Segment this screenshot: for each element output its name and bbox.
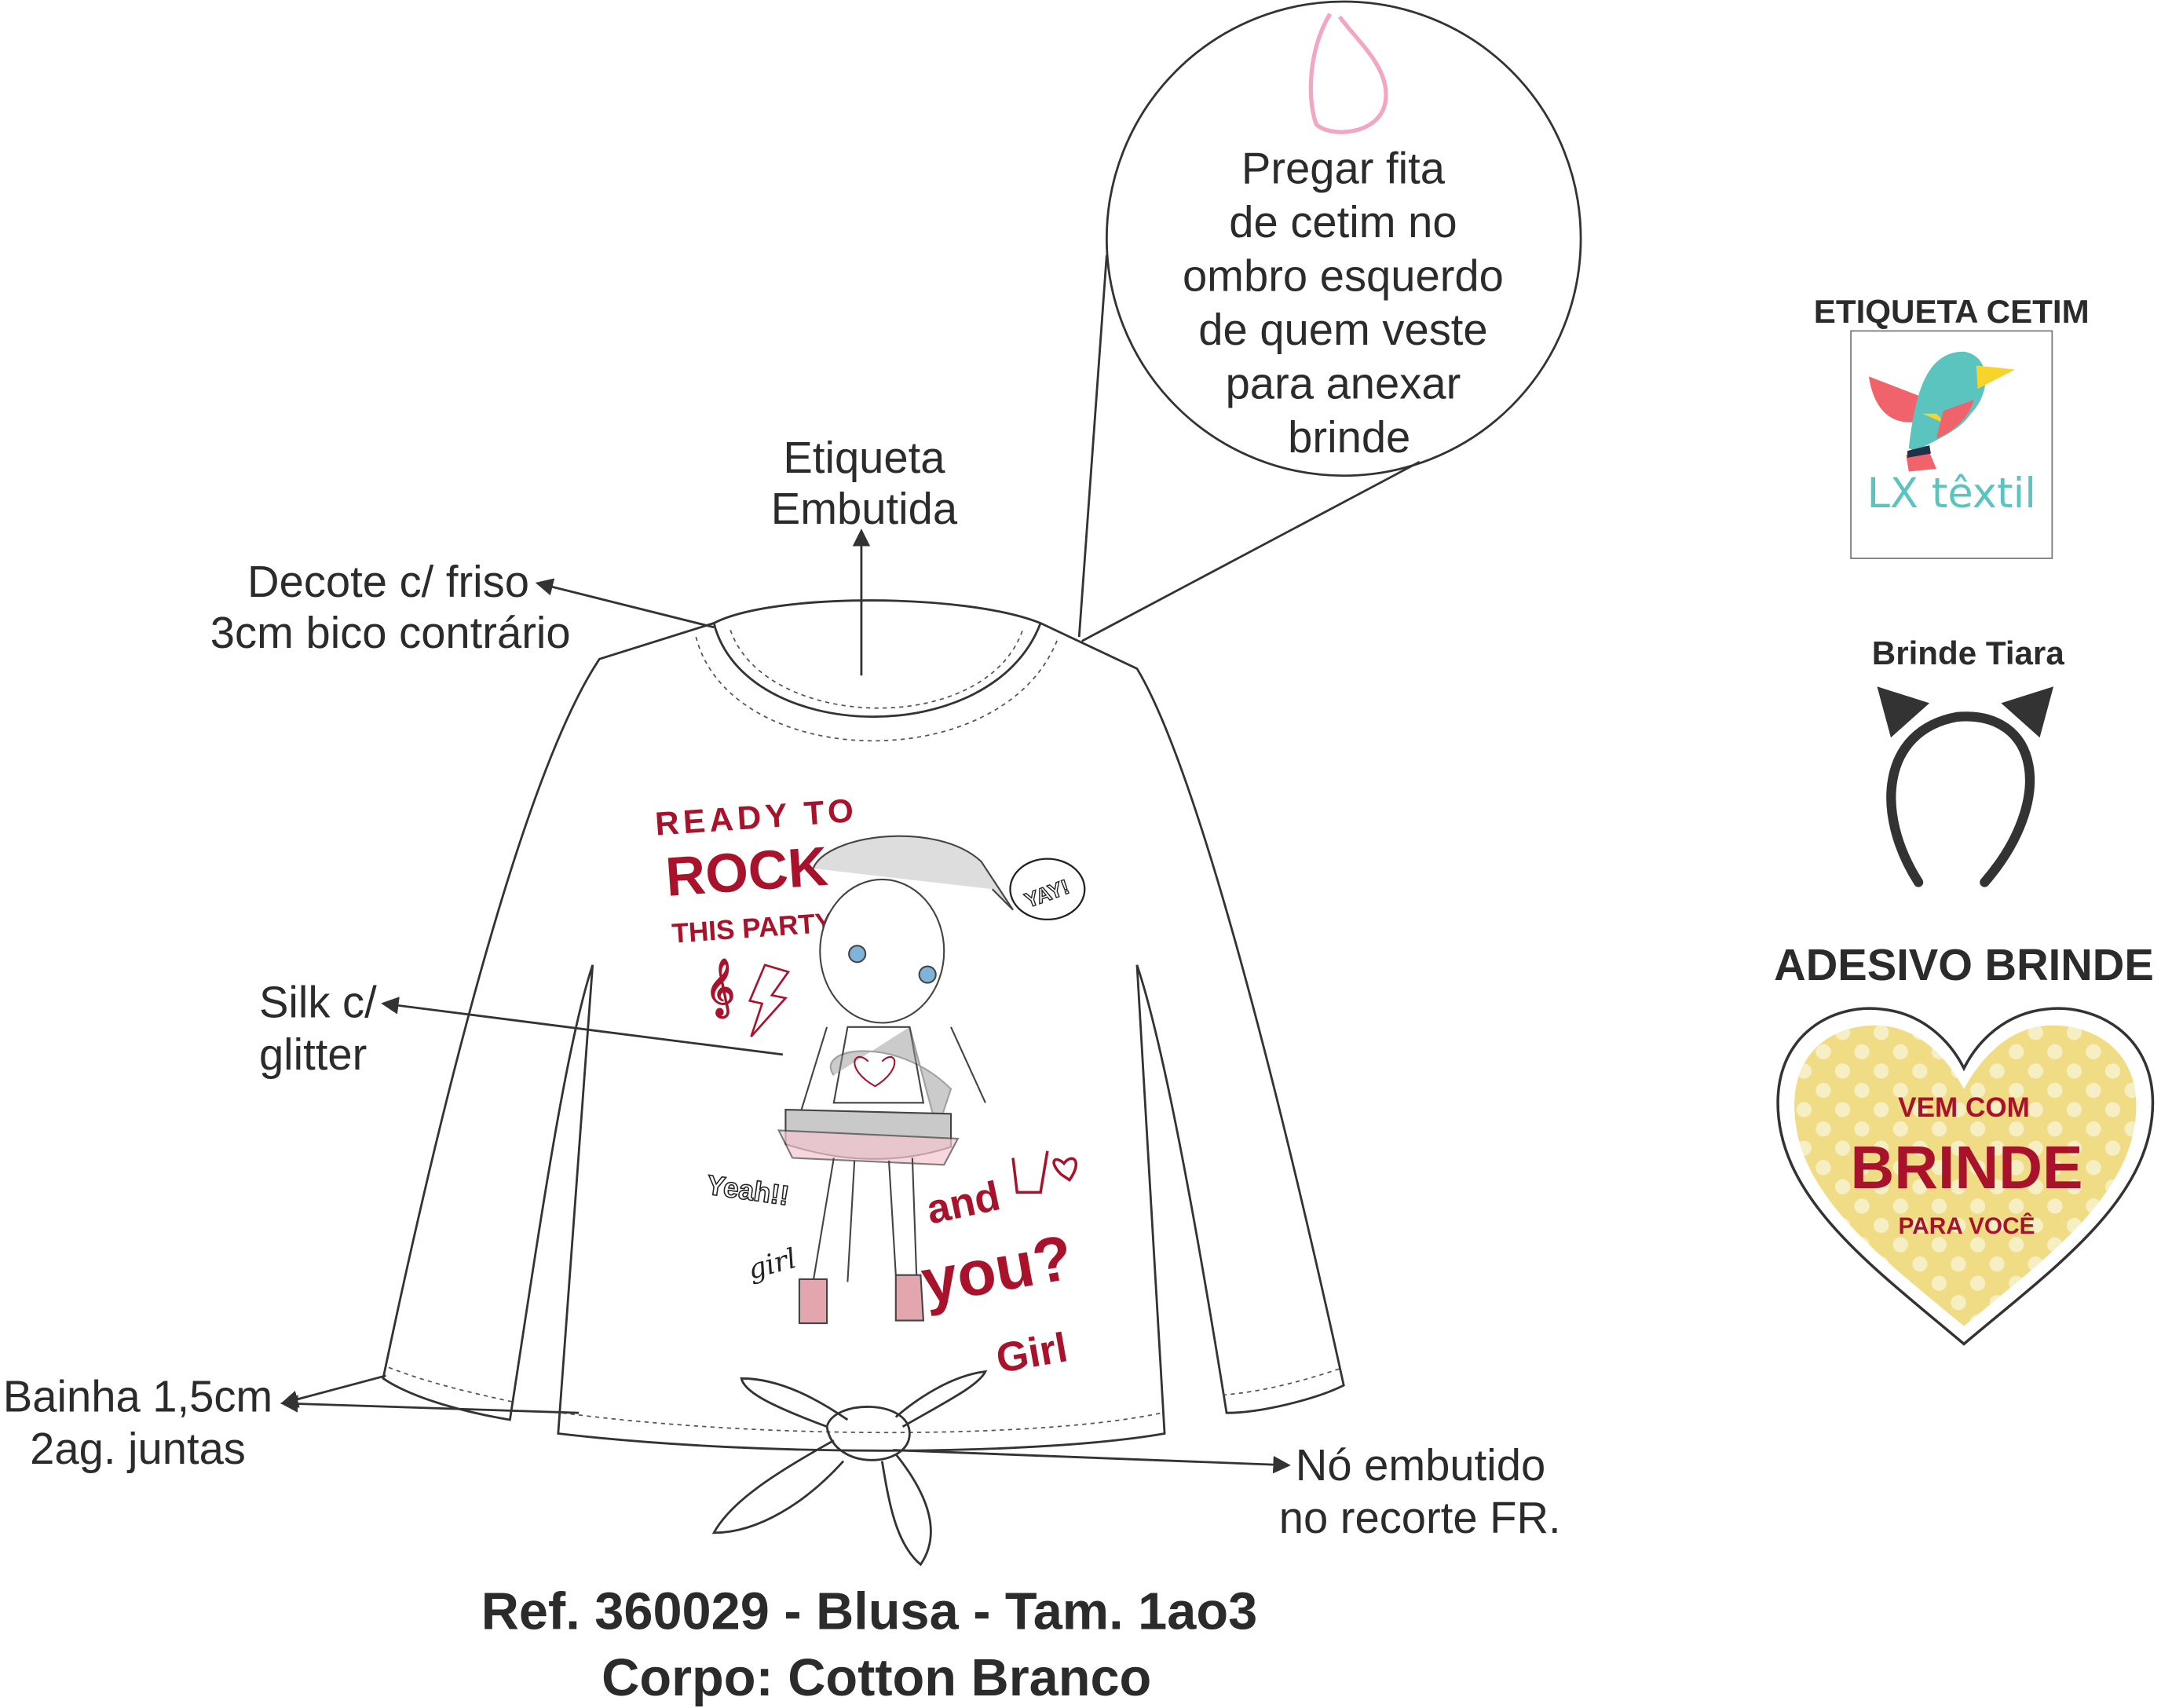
svg-text:THIS PARTY: THIS PARTY — [671, 907, 834, 949]
ribbon-loop-icon — [1308, 13, 1388, 134]
svg-text:Yeah!!: Yeah!! — [704, 1169, 791, 1211]
svg-text:you?: you? — [916, 1222, 1078, 1318]
svg-text:VEM COM: VEM COM — [1898, 1092, 2030, 1123]
svg-text:Silk c/glitter: Silk c/glitter — [259, 977, 377, 1079]
lightning-icon — [748, 964, 791, 1037]
yay-speech-bubble: YAY! — [1009, 858, 1086, 921]
lx-textil-logo-icon — [1868, 351, 2015, 472]
svg-text:ETIQUETA CETIM: ETIQUETA CETIM — [1814, 293, 2090, 330]
brinde-tiara-panel: Brinde Tiara — [1872, 635, 2065, 887]
front-knot — [711, 1370, 988, 1567]
silk-print-artwork: READY TO ROCK THIS PARTY 𝄞 YAY! Yeah!! g… — [654, 792, 1086, 1382]
svg-text:ROCK: ROCK — [664, 835, 830, 908]
cat-ear-headband-icon — [1877, 686, 2054, 887]
svg-text:ADESIVO BRINDE: ADESIVO BRINDE — [1774, 940, 2154, 989]
heart-icon — [1052, 1157, 1078, 1182]
svg-text:girl: girl — [744, 1242, 799, 1286]
girl-illustration — [777, 835, 1014, 1325]
heart-sticker: VEM COM BRINDE PARA VOCÊ — [1776, 1007, 2155, 1346]
shirt-flat-sketch — [382, 599, 1345, 1567]
svg-text:PARA VOCÊ: PARA VOCÊ — [1899, 1212, 2035, 1239]
svg-text:BRINDE: BRINDE — [1851, 1134, 2083, 1201]
ribbon-callout: Pregar fita de cetim no ombro esquerdo d… — [1077, 0, 1582, 642]
svg-text:Girl: Girl — [993, 1324, 1071, 1382]
bubble-text: Pregar fita de cetim no ombro esquerdo d… — [1183, 144, 1516, 462]
footer-title: Ref. 360029 - Blusa - Tam. 1ao3 Corpo: C… — [481, 1583, 1272, 1707]
svg-text:Brinde Tiara: Brinde Tiara — [1872, 635, 2065, 671]
treble-clef-icon: 𝄞 — [706, 959, 735, 1019]
etiqueta-cetim-panel: ETIQUETA CETIM LX têxtil — [1814, 293, 2090, 559]
callout-silk: Silk c/glitter — [259, 977, 784, 1079]
svg-text:READY TO: READY TO — [654, 792, 859, 843]
adesivo-brinde-panel: ADESIVO BRINDE VEM COM BRINDE PARA VOCÊ — [1774, 940, 2155, 1346]
svg-text:and: and — [923, 1172, 1004, 1233]
rock-hand-icon — [1011, 1150, 1049, 1194]
logo-text: LX têxtil — [1867, 470, 2036, 518]
